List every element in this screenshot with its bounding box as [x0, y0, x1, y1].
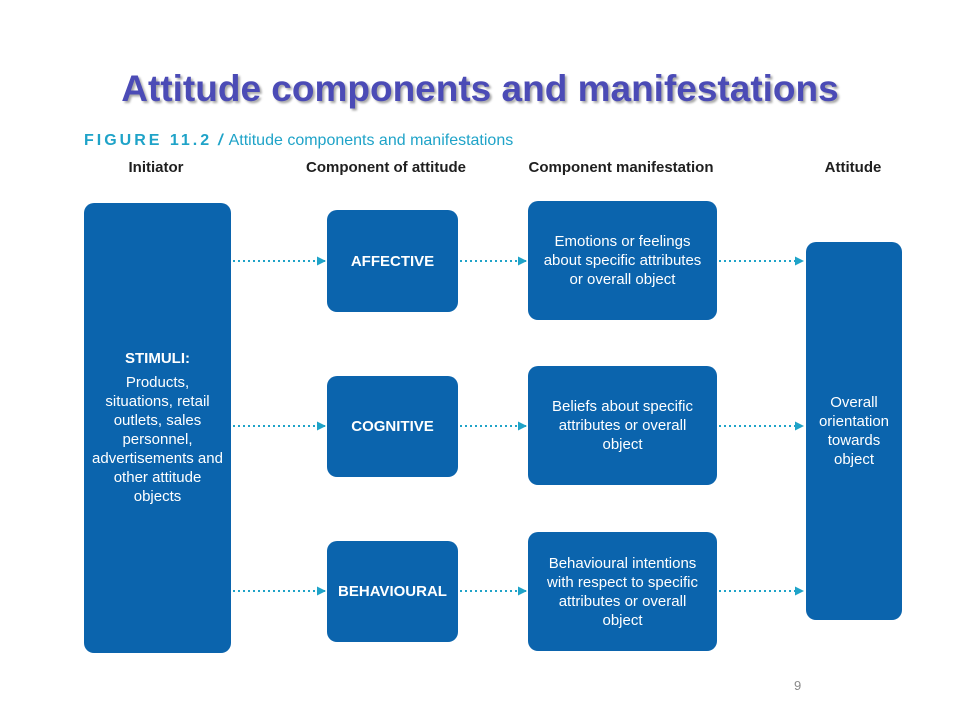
affective-manifestation-text: Emotions or feelings about specific attr…: [543, 233, 702, 288]
cognitive-manifestation-text: Beliefs about specific attributes or ove…: [552, 398, 693, 453]
behavioural-manifestation-text: Behavioural intentions with respect to s…: [547, 554, 698, 629]
figure-caption: FIGURE 11.2 / Attitude components and mani…: [84, 132, 513, 150]
figure-number: FIGURE 11.2: [84, 132, 213, 149]
attitude-text: Overall orientation towards object: [818, 394, 890, 468]
stimuli-text: Products, situations, retail outlets, sa…: [92, 374, 223, 505]
column-header-manifestation: Component manifestation: [528, 159, 714, 176]
cognitive-manifestation-box: Beliefs about specific attributes or ove…: [528, 366, 717, 485]
affective-manifestation-box: Emotions or feelings about specific attr…: [528, 201, 717, 320]
affective-box: AFFECTIVE: [327, 210, 458, 312]
behavioural-box: BEHAVIOURAL: [327, 541, 458, 642]
column-header-attitude: Attitude: [824, 159, 882, 176]
figure-separator: /: [218, 132, 223, 149]
cognitive-box: COGNITIVE: [327, 376, 458, 477]
page-number: 9: [794, 678, 802, 693]
behavioural-manifestation-box: Behavioural intentions with respect to s…: [528, 532, 717, 651]
figure-caption-text: Attitude components and manifestations: [228, 132, 514, 149]
stimuli-heading: STIMULI:: [125, 350, 190, 367]
column-header-initiator: Initiator: [128, 159, 184, 176]
column-header-component: Component of attitude: [306, 159, 466, 176]
affective-label: AFFECTIVE: [350, 252, 435, 270]
cognitive-label: COGNITIVE: [351, 418, 434, 435]
behavioural-label: BEHAVIOURAL: [338, 583, 447, 600]
stimuli-box: STIMULI: Products, situations, retail ou…: [84, 203, 231, 653]
slide-title: Attitude components and manifestations: [121, 68, 839, 109]
attitude-box: Overall orientation towards object: [806, 242, 902, 620]
